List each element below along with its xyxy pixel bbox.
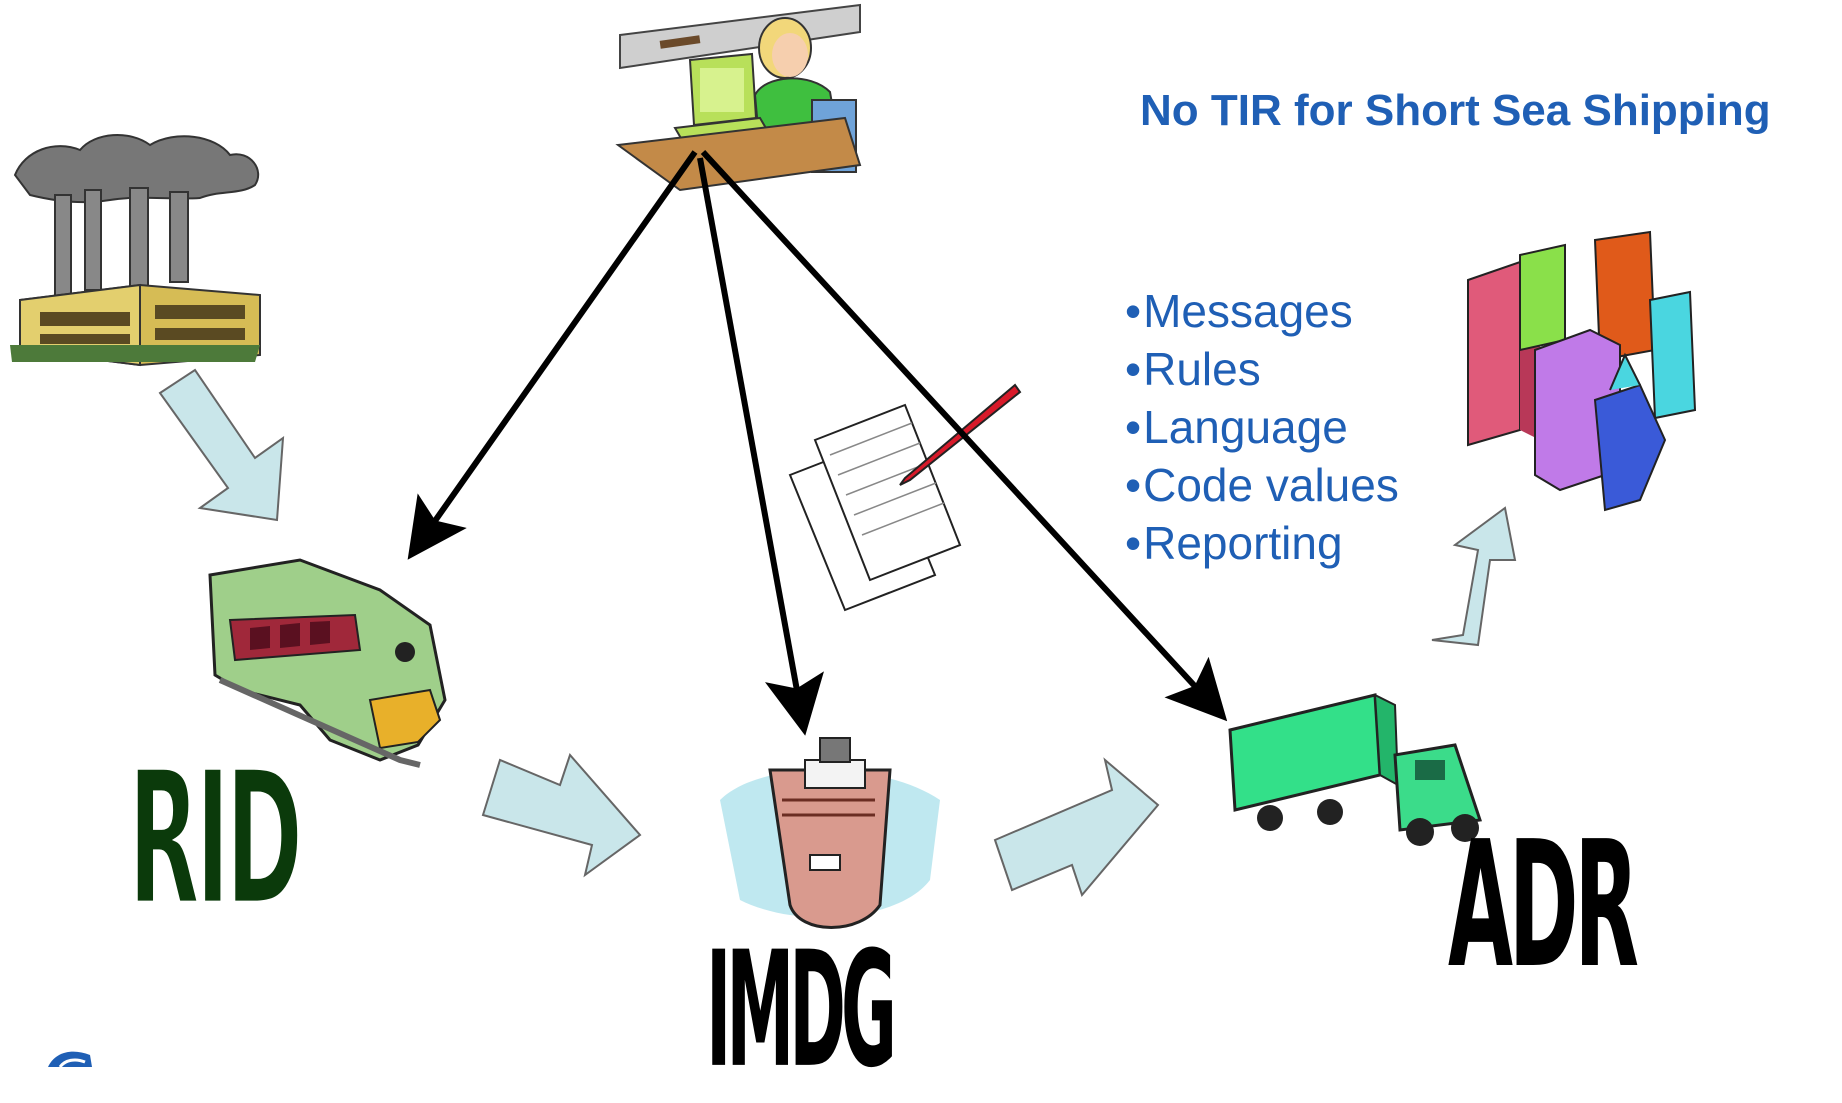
flow-arrow-adr-to-city	[1431, 506, 1517, 647]
bullet-item: Code values	[1125, 456, 1399, 514]
command-arrow-to-rid	[407, 150, 698, 560]
rid-label: RID	[127, 732, 305, 948]
command-arrow-to-adr	[700, 149, 1228, 722]
ship-icon	[720, 737, 940, 929]
command-arrows	[407, 149, 1228, 736]
bullet-item: Messages	[1125, 282, 1399, 340]
adr-label: ADR	[1448, 805, 1639, 1008]
bullet-item: Language	[1125, 398, 1399, 456]
city-icon	[1467, 230, 1697, 512]
bullet-list: Messages Rules Language Code values Repo…	[1125, 282, 1399, 572]
flow-arrows	[158, 368, 1517, 898]
diagram-canvas	[10, 3, 1697, 1067]
truck-icon	[1228, 693, 1483, 846]
factory-icon	[10, 134, 261, 367]
flow-arrow-rid-to-imdg	[481, 753, 642, 878]
documents-pen-icon	[788, 383, 1022, 612]
logo-icon	[48, 1051, 92, 1067]
flow-arrow-imdg-to-adr	[993, 757, 1160, 898]
command-arrow-to-imdg	[697, 157, 824, 736]
heading: No TIR for Short Sea Shipping	[1140, 86, 1771, 135]
flow-arrow-factory-to-rid	[158, 368, 285, 522]
train-icon	[208, 558, 447, 768]
bullet-item: Reporting	[1125, 514, 1399, 572]
office-worker-icon	[615, 3, 862, 192]
imdg-label: IMDG	[706, 916, 897, 1103]
bullet-item: Rules	[1125, 340, 1399, 398]
